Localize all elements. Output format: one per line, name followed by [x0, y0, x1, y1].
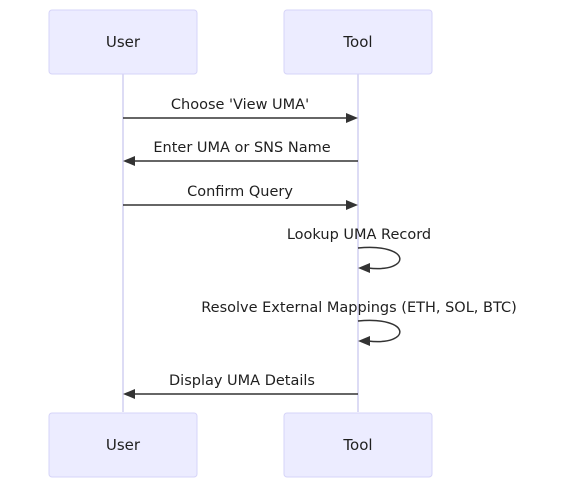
message-label: Confirm Query: [187, 184, 293, 200]
actor-user-bottom: User: [48, 412, 198, 478]
message-label: Enter UMA or SNS Name: [153, 140, 330, 156]
actor-tool-top-label: Tool: [342, 33, 372, 51]
message-choose-view-uma: Choose 'View UMA': [123, 97, 358, 123]
actor-tool-bottom-label: Tool: [342, 436, 372, 454]
message-label: Display UMA Details: [169, 373, 315, 389]
actor-tool-top: Tool: [283, 9, 433, 75]
actor-tool-bottom: Tool: [283, 412, 433, 478]
message-enter-uma-or-sns-name: Enter UMA or SNS Name: [123, 140, 358, 166]
message-display-uma-details: Display UMA Details: [123, 373, 358, 399]
message-confirm-query: Confirm Query: [123, 184, 358, 210]
actor-user-top: User: [48, 9, 198, 75]
message-resolve-external-mappings: Resolve External Mappings (ETH, SOL, BTC…: [201, 300, 517, 346]
actor-user-bottom-label: User: [106, 436, 141, 454]
actor-user-top-label: User: [106, 33, 141, 51]
arrowhead-right: [346, 113, 358, 123]
message-label: Lookup UMA Record: [287, 227, 431, 243]
arrowhead-left: [358, 336, 370, 346]
message-label: Resolve External Mappings (ETH, SOL, BTC…: [201, 300, 517, 316]
arrowhead-left: [123, 156, 135, 166]
message-lookup-uma-record: Lookup UMA Record: [287, 227, 431, 273]
arrowhead-left: [358, 263, 370, 273]
arrowhead-right: [346, 200, 358, 210]
arrowhead-left: [123, 389, 135, 399]
message-label: Choose 'View UMA': [171, 97, 309, 113]
